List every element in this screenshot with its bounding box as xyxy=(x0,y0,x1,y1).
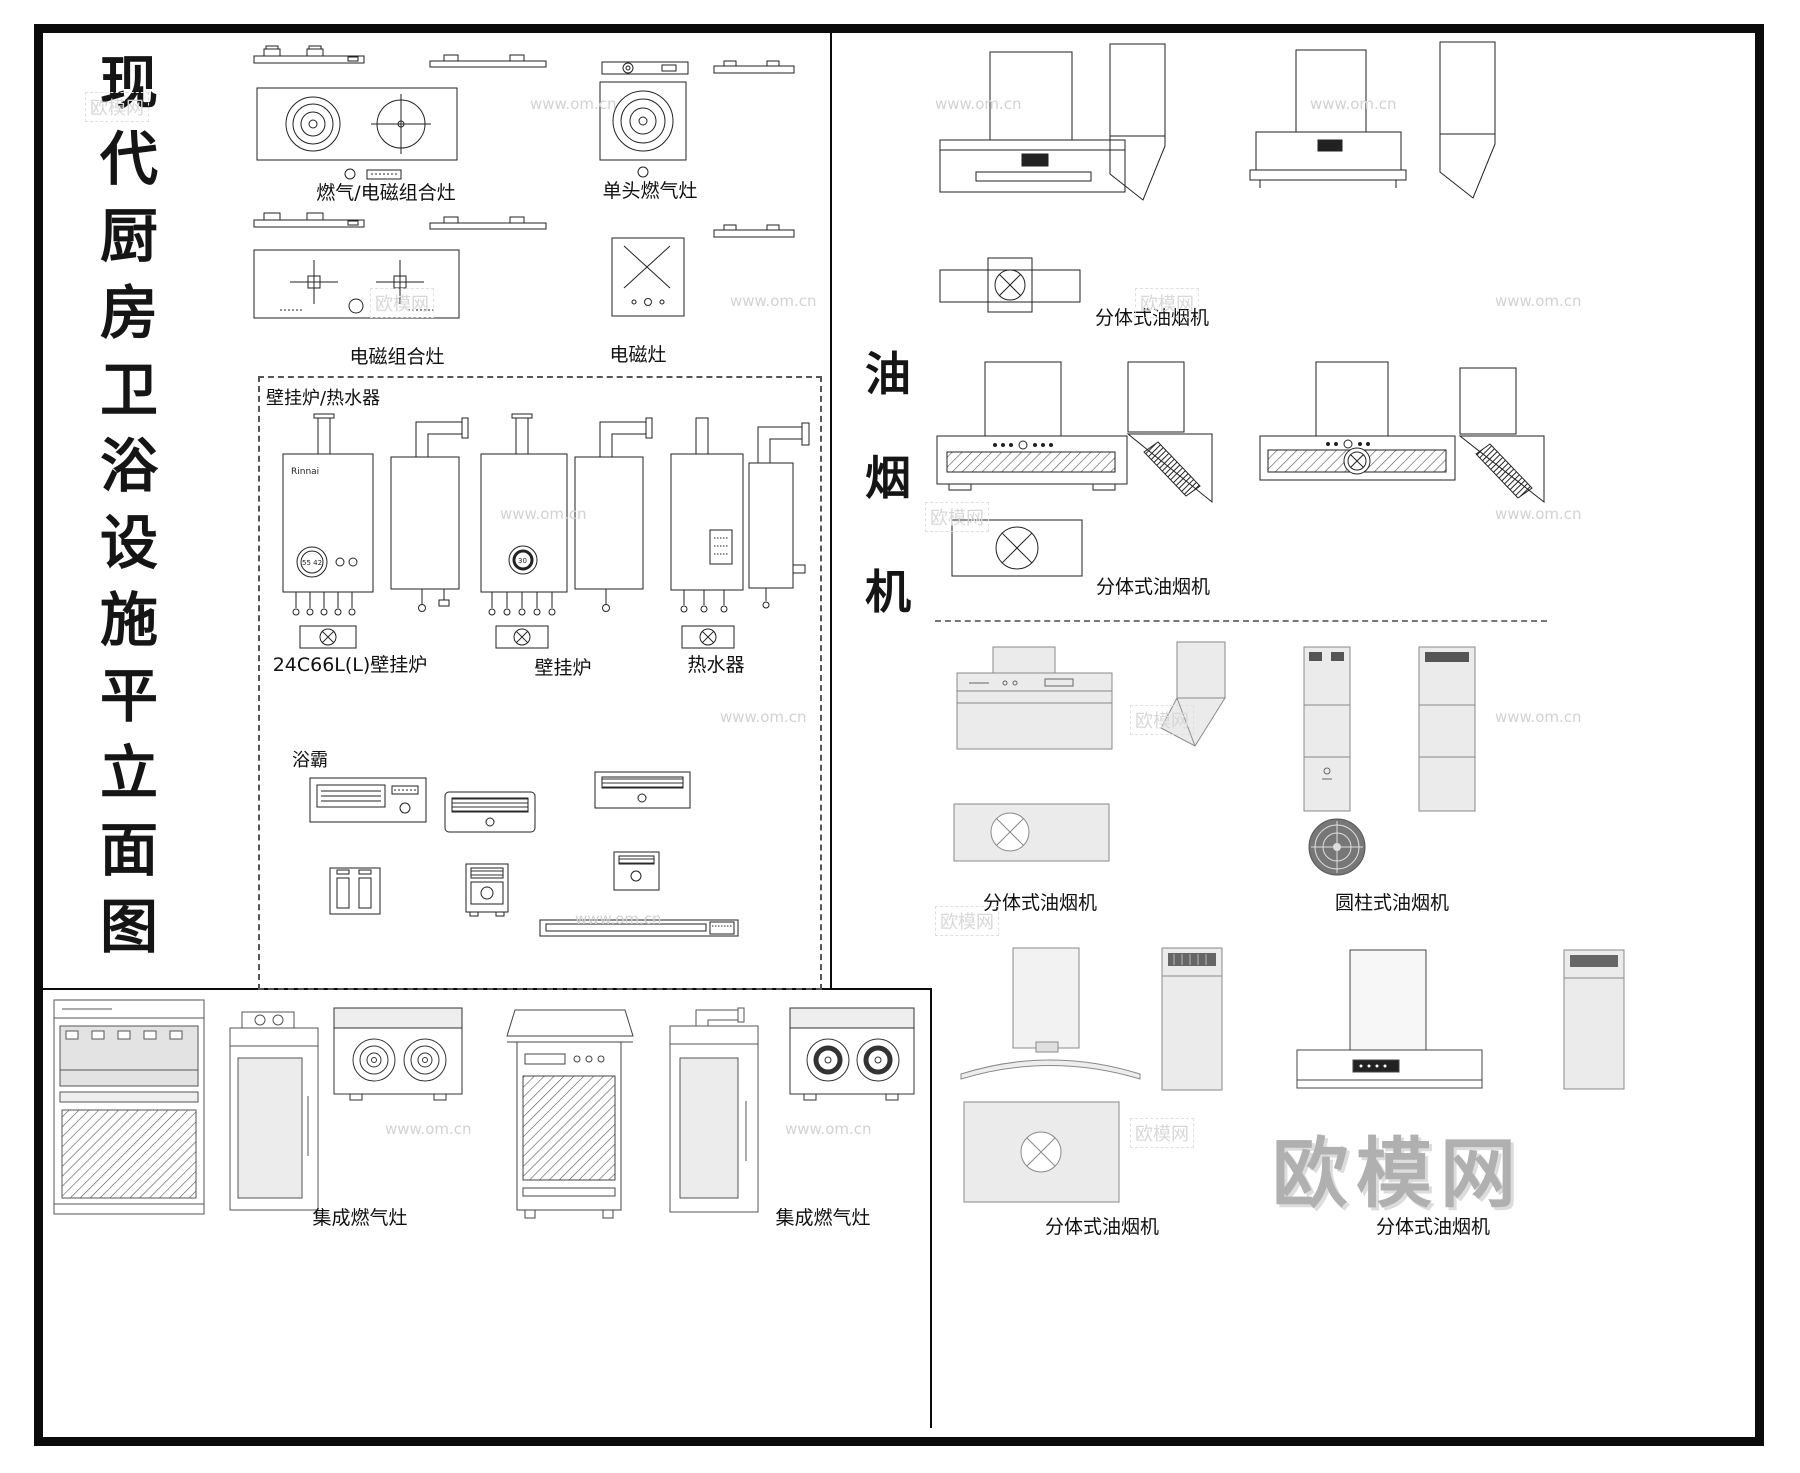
range-hood-front-drawing xyxy=(1258,360,1458,485)
integrated-section-right-border xyxy=(930,988,932,1428)
cooktop-topview-strip xyxy=(712,58,797,78)
svg-text:55 42: 55 42 xyxy=(302,559,322,567)
integrated-stove-oven-drawing xyxy=(505,1006,635,1224)
bath-heater-drawing xyxy=(462,862,512,920)
title-char: 厨 xyxy=(99,202,158,270)
integrated-stove-cabinet-drawing xyxy=(52,998,207,1218)
induction-combo-stove-drawing xyxy=(252,248,462,334)
cooktop-topview-strip xyxy=(428,214,548,232)
range-hood-side-drawing xyxy=(1105,42,1175,202)
svg-text:30: 30 xyxy=(518,557,527,565)
hood-fan-panel-drawing xyxy=(962,1100,1122,1205)
title-char: 图 xyxy=(99,893,158,961)
wall-boiler-drawing: 30 xyxy=(476,412,571,652)
range-hood-front-drawing xyxy=(935,360,1130,492)
label-split-hood-bottom-right: 分体式油烟机 xyxy=(1375,1216,1491,1238)
label-boiler-section: 壁挂炉/热水器 xyxy=(266,388,381,409)
title-char: 施 xyxy=(99,586,158,654)
title-char: 卫 xyxy=(99,356,158,424)
cooktop-topview-strip xyxy=(252,44,367,68)
hood-fan-panel-drawing xyxy=(952,802,1112,864)
gas-cooktop-panel-drawing xyxy=(788,1006,918,1104)
title-char: 房 xyxy=(99,279,158,347)
label-split-hood-top: 分体式油烟机 xyxy=(1094,307,1210,329)
title-char: 立 xyxy=(99,739,158,807)
range-hood-front-drawing xyxy=(938,50,1128,200)
integrated-stove-cabinet-drawing xyxy=(668,1006,763,1218)
vertical-divider xyxy=(830,33,832,990)
range-hood-tall-drawing xyxy=(1158,946,1228,1094)
label-induction-combo: 电磁组合灶 xyxy=(349,346,445,368)
water-heater-drawing xyxy=(666,412,751,652)
hood-vertical-char: 油 xyxy=(865,347,911,401)
cylinder-fan-topview-drawing xyxy=(1306,816,1368,878)
range-hood-curved-glass-drawing xyxy=(958,946,1143,1081)
title-char: 设 xyxy=(99,509,158,577)
drawing-border-frame xyxy=(34,24,1764,1446)
wall-boiler-drawing xyxy=(386,412,476,637)
cooktop-topview-strip xyxy=(712,222,797,242)
label-bath-heater-section: 浴霸 xyxy=(292,750,328,771)
range-hood-side-drawing xyxy=(1435,40,1505,200)
label-cylinder-hood: 圆柱式油烟机 xyxy=(1334,892,1450,914)
single-gas-stove-drawing xyxy=(598,80,688,180)
bath-heater-drawing xyxy=(308,776,428,828)
label-integrated-stove-left: 集成燃气灶 xyxy=(312,1207,408,1229)
cooktop-topview-strip xyxy=(428,52,548,70)
gas-cooktop-panel-drawing xyxy=(332,1006,467,1104)
label-induction: 电磁灶 xyxy=(609,344,667,366)
label-water-heater: 热水器 xyxy=(687,654,745,676)
wall-boiler-drawing xyxy=(570,412,660,637)
bath-heater-drawing xyxy=(593,770,693,814)
bath-heater-drawing xyxy=(612,850,662,895)
bath-heater-drawing xyxy=(443,790,538,838)
range-hood-t-shape-drawing xyxy=(1295,948,1485,1090)
hood-section-dashed-divider xyxy=(935,620,1547,622)
label-24c66l-boiler: 24C66L(L)壁挂炉 xyxy=(272,654,428,676)
title-char: 现 xyxy=(99,49,158,117)
title-char: 浴 xyxy=(99,432,158,500)
range-hood-front-drawing xyxy=(1248,48,1408,198)
gas-induction-combo-stove-drawing xyxy=(255,86,460,186)
hood-vertical-char: 烟 xyxy=(865,451,911,505)
cooktop-topview-strip xyxy=(252,208,367,232)
range-hood-tall-drawing xyxy=(1560,948,1630,1093)
label-single-gas: 单头燃气灶 xyxy=(602,180,698,202)
hood-fan-topview-drawing xyxy=(938,256,1083,314)
boiler-section-dashed-box xyxy=(258,376,822,990)
label-split-hood-gray: 分体式油烟机 xyxy=(982,892,1098,914)
bath-heater-drawing xyxy=(328,866,383,918)
water-heater-drawing xyxy=(744,415,819,610)
title-char: 代 xyxy=(99,125,158,193)
label-split-hood-bottom-left: 分体式油烟机 xyxy=(1044,1216,1160,1238)
label-split-hood-middle: 分体式油烟机 xyxy=(1095,576,1211,598)
range-hood-cylinder-drawing xyxy=(1415,645,1480,815)
label-gas-induction-combo: 燃气/电磁组合灶 xyxy=(316,182,456,204)
title-char: 平 xyxy=(99,662,158,730)
bath-heater-bar-drawing xyxy=(538,914,743,942)
integrated-stove-cabinet-drawing xyxy=(228,1006,323,1214)
hood-fan-topview-drawing xyxy=(950,514,1085,582)
svg-text:Rinnai: Rinnai xyxy=(291,467,319,477)
hood-vertical-char: 机 xyxy=(865,565,911,619)
label-boiler: 壁挂炉 xyxy=(534,657,592,679)
range-hood-gray-front-drawing xyxy=(955,645,1115,753)
wall-boiler-24c66l-drawing: Rinnai 55 42 xyxy=(278,412,378,652)
range-hood-angled-drawing xyxy=(1120,360,1220,505)
label-integrated-stove-right: 集成燃气灶 xyxy=(775,1207,871,1229)
range-hood-angled-drawing xyxy=(1452,366,1552,506)
range-hood-gray-angled-drawing xyxy=(1155,640,1245,750)
title-char: 面 xyxy=(99,816,158,884)
gas-stove-topview xyxy=(600,56,690,78)
range-hood-cylinder-drawing xyxy=(1300,645,1355,815)
induction-stove-drawing xyxy=(610,236,688,328)
